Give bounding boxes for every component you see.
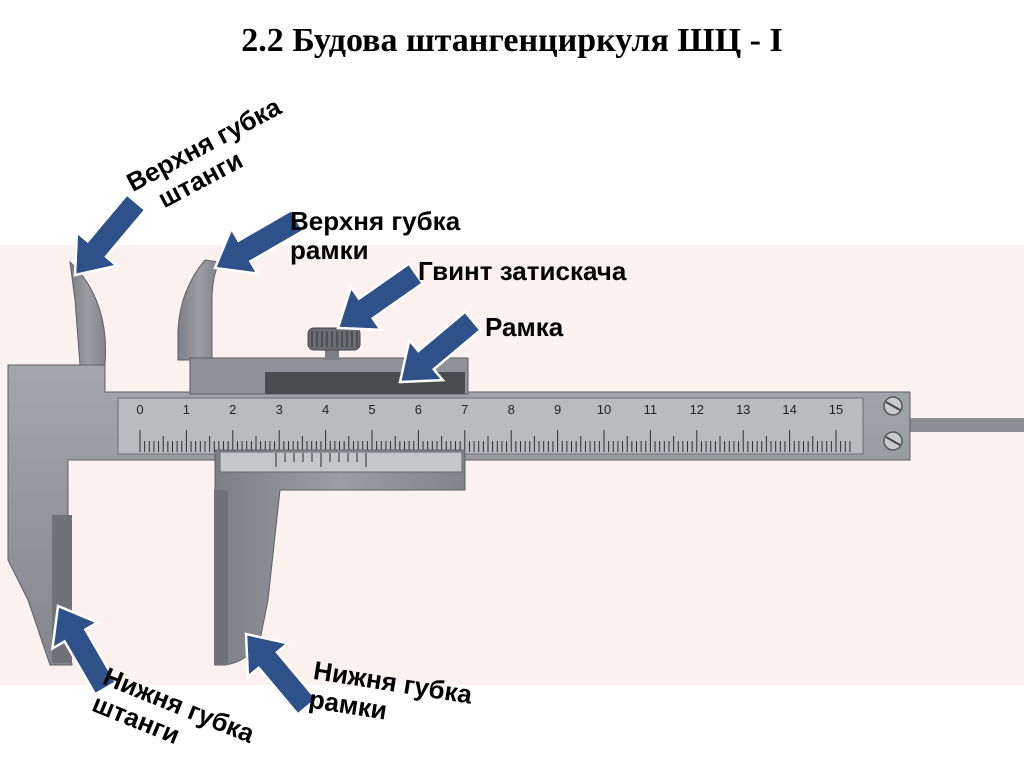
scale-number: 3 xyxy=(276,402,283,417)
arrow-upper-jaw-frame xyxy=(213,208,305,276)
scale-number: 5 xyxy=(368,402,375,417)
arrow-lower-jaw-frame xyxy=(244,632,319,717)
scale-number: 2 xyxy=(229,402,236,417)
page-title: 2.2 Будова штангенциркуля ШЦ - І xyxy=(241,22,783,59)
upper-jaw-frame-shape xyxy=(177,259,221,361)
scale-number: 9 xyxy=(554,402,561,417)
scale-number: 12 xyxy=(690,402,704,417)
arrow-upper-jaw-bar xyxy=(73,192,148,277)
vernier-scale xyxy=(219,451,463,473)
label-clamp-screw: Гвинт затискача xyxy=(418,256,627,286)
scale-number: 14 xyxy=(782,402,796,417)
scale-number: 1 xyxy=(183,402,190,417)
photo-background xyxy=(0,245,1024,685)
scale-number: 4 xyxy=(322,402,329,417)
scale-number: 13 xyxy=(736,402,750,417)
upper-jaw-bar-shape xyxy=(69,260,107,366)
scale-number: 11 xyxy=(644,402,658,417)
main-scale-ticks xyxy=(139,430,851,452)
label-frame: Рамка xyxy=(485,312,564,342)
arrow-clamp-screw xyxy=(336,261,425,332)
scale-number: 6 xyxy=(415,402,422,417)
arrow-lower-jaw-bar xyxy=(50,604,118,696)
scale-number: 8 xyxy=(508,402,515,417)
arrow-frame xyxy=(398,309,483,384)
scale-number: 15 xyxy=(829,402,843,417)
callout-arrows xyxy=(50,192,483,717)
scale-number: 10 xyxy=(597,402,611,417)
depth-rod xyxy=(905,418,1024,432)
lower-jaw-frame-edge xyxy=(214,490,228,665)
scale-number: 7 xyxy=(461,402,468,417)
scale-number: 0 xyxy=(136,402,143,417)
frame-lower xyxy=(214,449,466,666)
